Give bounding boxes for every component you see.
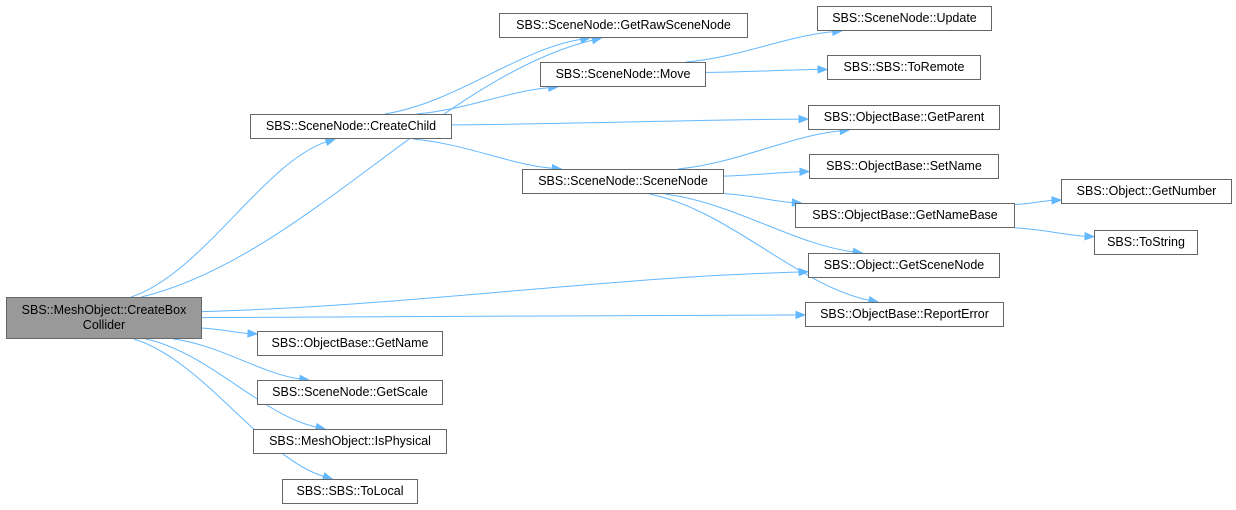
node-object-getnumber[interactable]: SBS::Object::GetNumber xyxy=(1061,179,1232,204)
node-sbs-tostring[interactable]: SBS::ToString xyxy=(1094,230,1198,255)
node-scenenode-getscale[interactable]: SBS::SceneNode::GetScale xyxy=(257,380,443,405)
node-sbs-tolocal[interactable]: SBS::SBS::ToLocal xyxy=(282,479,418,504)
node-label: SBS::ToString xyxy=(1107,235,1185,249)
edge-root-to-createChild xyxy=(130,141,327,298)
edge-move-to-toRemote xyxy=(705,69,819,73)
node-scenenode-scenenode[interactable]: SBS::SceneNode::SceneNode xyxy=(522,169,724,194)
node-label: SBS::MeshObject::CreateBox Collider xyxy=(21,303,187,332)
node-object-getscenenode[interactable]: SBS::Object::GetSceneNode xyxy=(808,253,1000,278)
edge-root-to-toLocal xyxy=(133,338,324,477)
node-label: SBS::Object::GetNumber xyxy=(1076,184,1217,198)
arrowhead-setName xyxy=(799,167,811,177)
node-sbs-toremote[interactable]: SBS::SBS::ToRemote xyxy=(827,55,981,80)
edge-root-to-getName xyxy=(201,327,249,334)
arrowhead-getName xyxy=(247,329,259,338)
node-meshobject-isphysical[interactable]: SBS::MeshObject::IsPhysical xyxy=(253,429,447,454)
edge-sceneNodeCtor-to-setName xyxy=(723,171,801,177)
node-label: SBS::SceneNode::GetScale xyxy=(272,385,428,399)
arrowhead-toRemote xyxy=(817,65,829,74)
edge-root-to-reportError xyxy=(201,314,797,319)
arrowhead-getNumber xyxy=(1051,196,1063,205)
arrowhead-toString xyxy=(1084,231,1096,241)
node-label: SBS::SceneNode::GetRawSceneNode xyxy=(516,18,731,32)
node-objectbase-getparent[interactable]: SBS::ObjectBase::GetParent xyxy=(808,105,1000,130)
edge-createChild-to-move xyxy=(416,87,549,115)
arrowhead-getParent xyxy=(798,114,810,124)
edge-getNameBase-to-getNumber xyxy=(1014,199,1053,206)
node-label: SBS::SBS::ToRemote xyxy=(843,60,965,74)
node-label: SBS::MeshObject::IsPhysical xyxy=(269,434,431,448)
edge-getNameBase-to-toString xyxy=(1014,227,1086,237)
arrowhead-reportError xyxy=(795,310,807,320)
edge-sceneNodeCtor-to-reportError xyxy=(649,193,870,301)
edge-createChild-to-sceneNodeCtor xyxy=(412,138,553,169)
edge-root-to-getSceneNode xyxy=(201,271,800,313)
node-label: SBS::ObjectBase::SetName xyxy=(826,159,982,173)
edge-createChild-to-getRawSceneNode xyxy=(384,38,581,115)
node-label: SBS::SceneNode::Update xyxy=(832,11,977,25)
node-label: SBS::ObjectBase::ReportError xyxy=(820,307,989,321)
edge-root-to-getRawSceneNode xyxy=(141,39,593,298)
node-objectbase-getnamebase[interactable]: SBS::ObjectBase::GetNameBase xyxy=(795,203,1015,228)
node-label: SBS::ObjectBase::GetParent xyxy=(823,110,985,124)
node-label: SBS::SceneNode::SceneNode xyxy=(538,174,708,188)
node-scenenode-move[interactable]: SBS::SceneNode::Move xyxy=(540,62,706,87)
node-root-createboxcollider: SBS::MeshObject::CreateBox Collider xyxy=(6,297,202,339)
arrowhead-createChild xyxy=(324,137,337,147)
edge-root-to-getScale xyxy=(173,338,300,380)
node-label: SBS::SceneNode::CreateChild xyxy=(265,119,437,133)
arrowhead-getSceneNode xyxy=(798,267,810,277)
node-label: SBS::SBS::ToLocal xyxy=(296,484,404,498)
node-label: SBS::ObjectBase::GetNameBase xyxy=(812,208,998,222)
node-label: SBS::Object::GetSceneNode xyxy=(823,258,985,272)
edge-sceneNodeCtor-to-getSceneNode xyxy=(664,193,854,253)
edge-sceneNodeCtor-to-getNameBase xyxy=(723,193,793,204)
edge-move-to-update xyxy=(685,31,833,63)
node-objectbase-reporterror[interactable]: SBS::ObjectBase::ReportError xyxy=(805,302,1004,327)
node-label: SBS::SceneNode::Move xyxy=(555,67,691,81)
node-scenenode-update[interactable]: SBS::SceneNode::Update xyxy=(817,6,992,31)
node-scenenode-getrawscenenode[interactable]: SBS::SceneNode::GetRawSceneNode xyxy=(499,13,748,38)
edge-root-to-isPhysical xyxy=(145,338,317,428)
edge-createChild-to-getParent xyxy=(451,118,800,126)
node-scenenode-createchild[interactable]: SBS::SceneNode::CreateChild xyxy=(250,114,452,139)
node-label: SBS::ObjectBase::GetName xyxy=(271,336,429,350)
node-objectbase-setname[interactable]: SBS::ObjectBase::SetName xyxy=(809,154,999,179)
node-objectbase-getname[interactable]: SBS::ObjectBase::GetName xyxy=(257,331,443,356)
edge-sceneNodeCtor-to-getParent xyxy=(677,130,841,170)
